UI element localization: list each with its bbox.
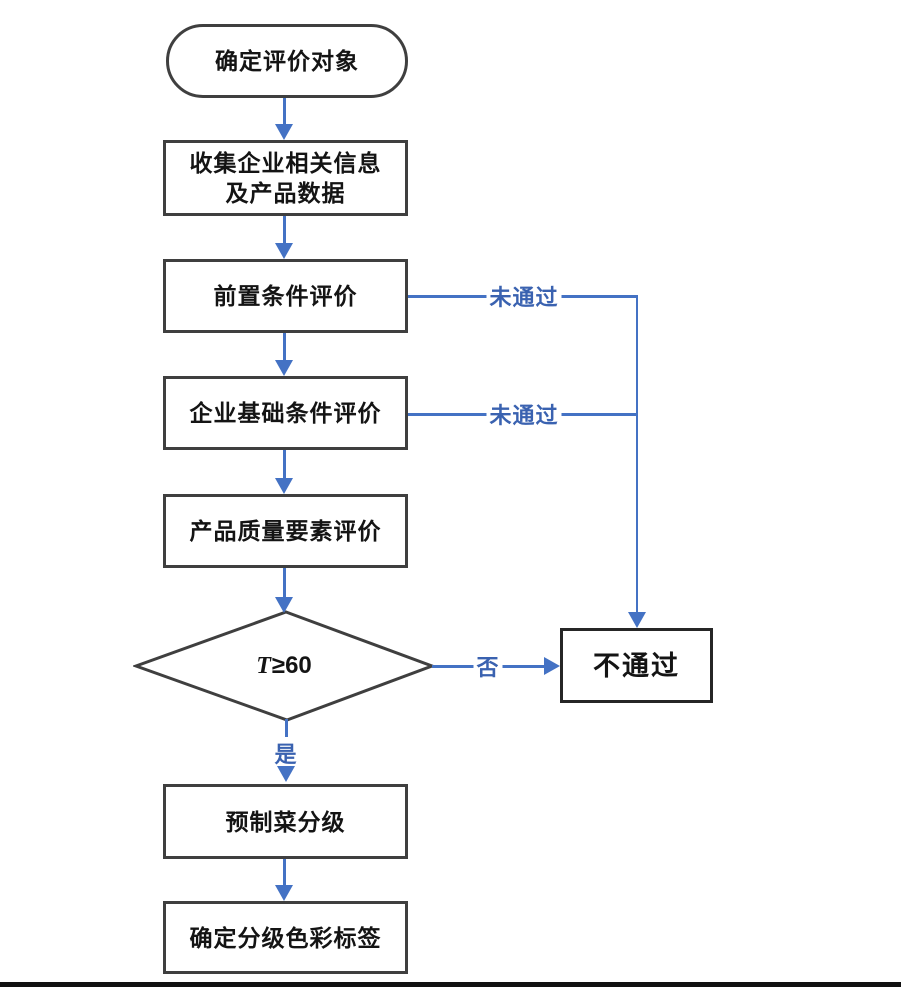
arrowhead-collect-precondition: [275, 243, 293, 259]
node-grading: 预制菜分级: [163, 784, 408, 859]
arrowhead-into-fail-top: [628, 612, 646, 628]
connector-precondition-enterprise: [283, 333, 286, 361]
edge-label-no: 否: [473, 650, 503, 682]
node-quality-eval: 产品质量要素评价: [163, 494, 408, 568]
bottom-rule: [0, 982, 901, 987]
node-quality-label: 产品质量要素评价: [189, 518, 382, 544]
node-enterprise-eval: 企业基础条件评价: [163, 376, 408, 450]
node-collect-line2: 及产品数据: [225, 180, 346, 206]
node-decision-diamond: T≥60: [133, 610, 435, 722]
edge-label-yes: 是: [271, 737, 301, 769]
connector-collect-precondition: [283, 216, 286, 244]
connector-quality-decision: [283, 568, 286, 598]
arrowhead-into-fail-left: [544, 657, 560, 675]
edge-label-enterprise-not-passed: 未通过: [486, 398, 562, 430]
node-start: 确定评价对象: [166, 24, 408, 98]
node-color-label-text: 确定分级色彩标签: [189, 924, 382, 951]
node-fail-label: 不通过: [593, 650, 680, 681]
node-enterprise-label: 企业基础条件评价: [189, 400, 382, 426]
decision-condition: T≥60: [133, 610, 435, 722]
arrowhead-quality-decision: [275, 597, 293, 613]
arrowhead-precondition-enterprise: [275, 360, 293, 376]
connector-fail-vertical: [635, 295, 638, 613]
node-grading-label: 预制菜分级: [225, 808, 346, 835]
node-start-label: 确定评价对象: [215, 48, 359, 74]
edge-label-precondition-not-passed: 未通过: [486, 280, 562, 312]
node-precondition-label: 前置条件评价: [213, 283, 358, 309]
node-precondition-eval: 前置条件评价: [163, 259, 408, 333]
connector-grading-colorlabel: [283, 859, 286, 886]
node-collect-line1: 收集企业相关信息: [189, 150, 382, 176]
arrowhead-start-collect: [275, 124, 293, 140]
decision-variable: T: [256, 652, 271, 679]
connector-decision-grading: [285, 719, 288, 742]
arrowhead-grading-colorlabel: [275, 885, 293, 901]
node-collect-data: 收集企业相关信息 及产品数据: [163, 140, 408, 216]
node-color-label: 确定分级色彩标签: [163, 901, 408, 974]
decision-threshold: ≥60: [271, 652, 312, 679]
node-fail: 不通过: [560, 628, 713, 703]
connector-start-collect: [283, 98, 286, 125]
arrowhead-enterprise-quality: [275, 478, 293, 494]
arrowhead-decision-grading: [277, 766, 295, 782]
connector-enterprise-quality: [283, 450, 286, 479]
